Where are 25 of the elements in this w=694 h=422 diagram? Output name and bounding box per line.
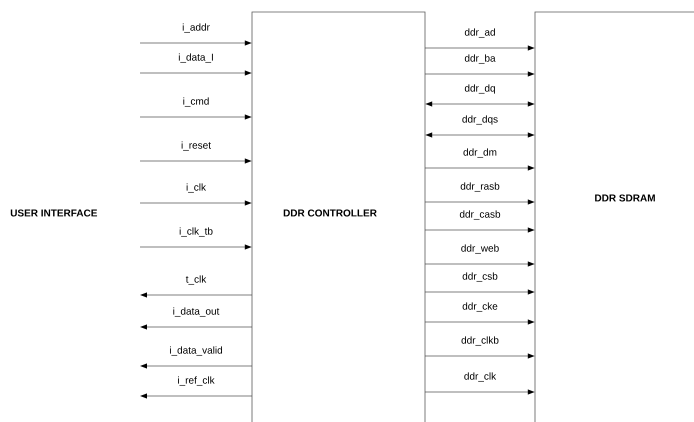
edge-label: ddr_casb	[460, 210, 500, 220]
edge-label: i_data_valid	[170, 346, 222, 356]
edge-label: i_addr	[182, 23, 210, 33]
edge-label: ddr_web	[461, 244, 499, 254]
edge-label: ddr_rasb	[460, 182, 500, 192]
block: DDR SDRAM	[534, 12, 694, 422]
edge-label: i_data_I	[178, 53, 213, 63]
edge-label: ddr_clk	[464, 372, 496, 382]
edge-label: i_data_out	[173, 307, 220, 317]
edge-label: i_ref_clk	[178, 376, 215, 386]
edge-label: i_reset	[182, 141, 211, 151]
edge-label: ddr_csb	[462, 272, 498, 282]
edge-label: t_clk	[186, 275, 206, 285]
edge-label: ddr_ad	[464, 28, 495, 38]
edge-label: ddr_cke	[462, 302, 498, 312]
block-label: USER INTERFACE	[10, 209, 98, 217]
edge-label: i_clk_tb	[180, 227, 213, 237]
block: DDR CONTROLLER	[252, 12, 426, 422]
edge-label: ddr_clkb	[462, 336, 498, 346]
edge-label: ddr_ba	[464, 54, 496, 64]
edge-label: ddr_dm	[463, 148, 496, 158]
edge-label: ddr_dqs	[462, 115, 498, 125]
edge-label: i_cmd	[183, 97, 209, 107]
edge-label: ddr_dq	[464, 84, 495, 94]
edge-label: i_clk	[186, 183, 206, 193]
